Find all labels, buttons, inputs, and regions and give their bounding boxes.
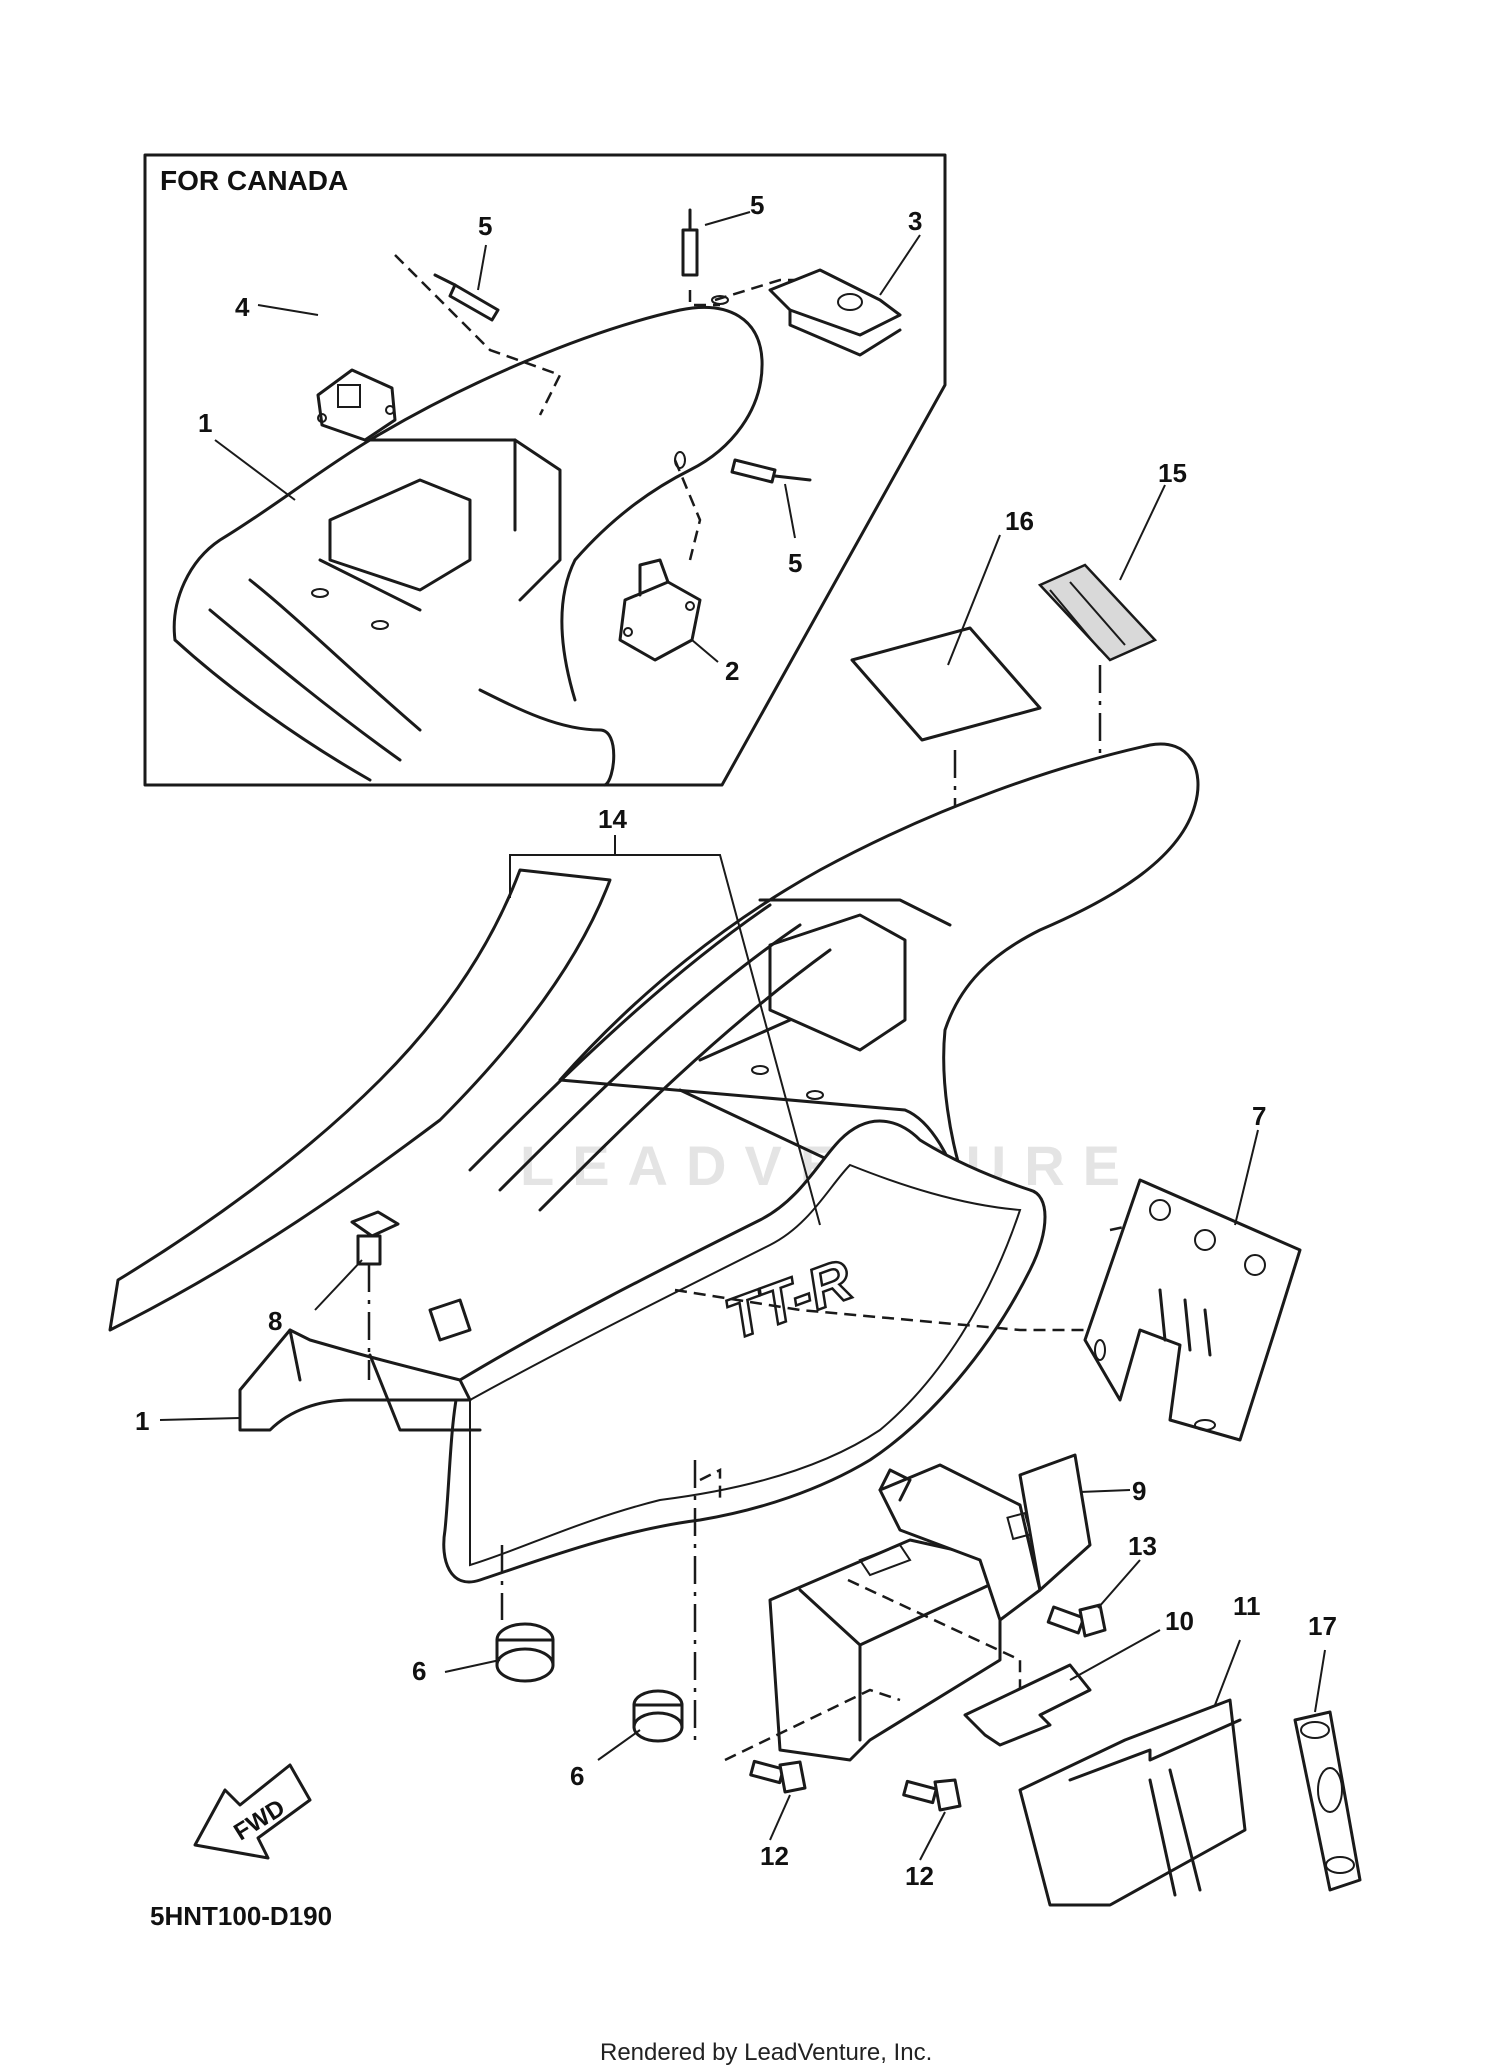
leader-8 bbox=[314, 1259, 363, 1311]
part-6-grommet-a: 6 bbox=[412, 1545, 555, 1686]
inset-hole-b bbox=[371, 620, 389, 630]
callout-17: 17 bbox=[1308, 1611, 1337, 1641]
fender-front-tab bbox=[238, 1328, 472, 1432]
callout-6-b: 6 bbox=[570, 1761, 584, 1791]
inset-seat-rails bbox=[173, 438, 562, 782]
part-12-bolt-a: 12 bbox=[749, 1759, 807, 1871]
leader-12a bbox=[769, 1794, 791, 1841]
part-1-rear-fender: TT-R bbox=[108, 742, 1200, 1584]
leader-12b bbox=[919, 1811, 946, 1861]
leader-11 bbox=[1214, 1639, 1241, 1706]
leader-1-inset bbox=[214, 439, 296, 501]
callout-9: 9 bbox=[1132, 1476, 1146, 1506]
inset-guide-5a bbox=[688, 290, 720, 307]
leader-16 bbox=[947, 534, 1001, 666]
part-5-rivet-b bbox=[681, 208, 699, 277]
part-12-bolt-b: 12 bbox=[902, 1778, 962, 1891]
leader-2 bbox=[691, 639, 719, 663]
leader-4 bbox=[257, 304, 319, 316]
part-5-rivet-c bbox=[730, 458, 812, 484]
leader-10 bbox=[1069, 1629, 1161, 1681]
inset-label: FOR CANADA bbox=[160, 165, 348, 196]
callout-13: 13 bbox=[1128, 1531, 1157, 1561]
well-hole-a bbox=[751, 1065, 769, 1075]
seat-rails bbox=[468, 898, 952, 1212]
callout-14-group: 14 bbox=[509, 804, 821, 1226]
inset-hole-a bbox=[311, 588, 329, 598]
leader-9 bbox=[1079, 1489, 1131, 1493]
part-6-grommet-b: 6 bbox=[570, 1460, 697, 1791]
side-cover bbox=[442, 1119, 1047, 1584]
fender-shell bbox=[558, 742, 1200, 1212]
leader-15 bbox=[1119, 484, 1166, 581]
leader-1-main bbox=[159, 1417, 241, 1421]
leader-6a bbox=[444, 1659, 501, 1673]
inset-frame bbox=[143, 153, 947, 787]
part-11-cover: 11 bbox=[1018, 1591, 1261, 1907]
battery-well bbox=[678, 913, 907, 1172]
fender-tab-detail bbox=[288, 1298, 482, 1432]
side-panel-left bbox=[108, 868, 612, 1332]
fwd-arrow: FWD bbox=[193, 1763, 312, 1860]
part-4-bracket bbox=[316, 368, 397, 442]
part-9-battery-box: 9 bbox=[768, 1453, 1146, 1762]
part-5-rivet-a bbox=[433, 273, 500, 322]
part-8-bolt: 8 bbox=[268, 1210, 400, 1380]
callout-3: 3 bbox=[908, 206, 922, 236]
part-17-strap: 17 bbox=[1293, 1611, 1362, 1892]
callout-5-c: 5 bbox=[788, 548, 802, 578]
inset-guide-2 bbox=[673, 459, 702, 561]
callout-15: 15 bbox=[1158, 458, 1187, 488]
part-16-decal: 16 bbox=[850, 506, 1042, 742]
callout-1-main: 1 bbox=[135, 1406, 149, 1436]
callout-11: 11 bbox=[1233, 1591, 1261, 1621]
guide-battery bbox=[847, 1578, 1022, 1690]
canada-inset: FOR CANADA bbox=[143, 153, 947, 787]
leader-13 bbox=[1097, 1559, 1141, 1609]
leader-5b bbox=[704, 211, 751, 226]
guide-battery-bottom bbox=[724, 1688, 901, 1762]
callout-14: 14 bbox=[598, 804, 627, 834]
leader-5c bbox=[784, 483, 796, 539]
leader-3 bbox=[879, 234, 921, 296]
part-13-bolt: 13 bbox=[1046, 1531, 1157, 1638]
callout-12-a: 12 bbox=[760, 1841, 789, 1871]
inset-side-strip bbox=[478, 688, 616, 787]
inset-battery-well bbox=[318, 478, 472, 612]
inset-guide-4 bbox=[394, 254, 562, 416]
callout-10: 10 bbox=[1165, 1606, 1194, 1636]
callout-8: 8 bbox=[268, 1306, 282, 1336]
callout-12-b: 12 bbox=[905, 1861, 934, 1891]
callout-2: 2 bbox=[725, 656, 739, 686]
guide-side-cover bbox=[699, 1467, 722, 1500]
leader-17 bbox=[1314, 1649, 1326, 1713]
callout-4: 4 bbox=[235, 292, 250, 322]
guide-to-7 bbox=[674, 1288, 1110, 1332]
callout-5-a: 5 bbox=[478, 211, 492, 241]
diagram-code: 5HNT100-D190 bbox=[150, 1901, 332, 1931]
part-7-bracket: 7 bbox=[1083, 1101, 1302, 1442]
part-3-bracket bbox=[768, 268, 902, 357]
leader-5a bbox=[477, 244, 487, 291]
well-hole-b bbox=[806, 1090, 824, 1100]
leader-7 bbox=[1234, 1129, 1259, 1226]
leader-6b bbox=[597, 1729, 641, 1761]
side-cover-inner bbox=[469, 1163, 1022, 1567]
part-2-bracket bbox=[618, 558, 702, 662]
part-15-emblem: 15 bbox=[1037, 458, 1187, 662]
callout-5-b: 5 bbox=[750, 190, 764, 220]
part-10-pad: 10 bbox=[963, 1606, 1194, 1747]
footer-credit: Rendered by LeadVenture, Inc. bbox=[600, 2039, 932, 2066]
fwd-arrow-shape bbox=[193, 1763, 312, 1860]
callout-16: 16 bbox=[1005, 506, 1034, 536]
callout-7: 7 bbox=[1252, 1101, 1266, 1131]
callout-6-a: 6 bbox=[412, 1656, 426, 1686]
callout-1-inset: 1 bbox=[198, 408, 212, 438]
